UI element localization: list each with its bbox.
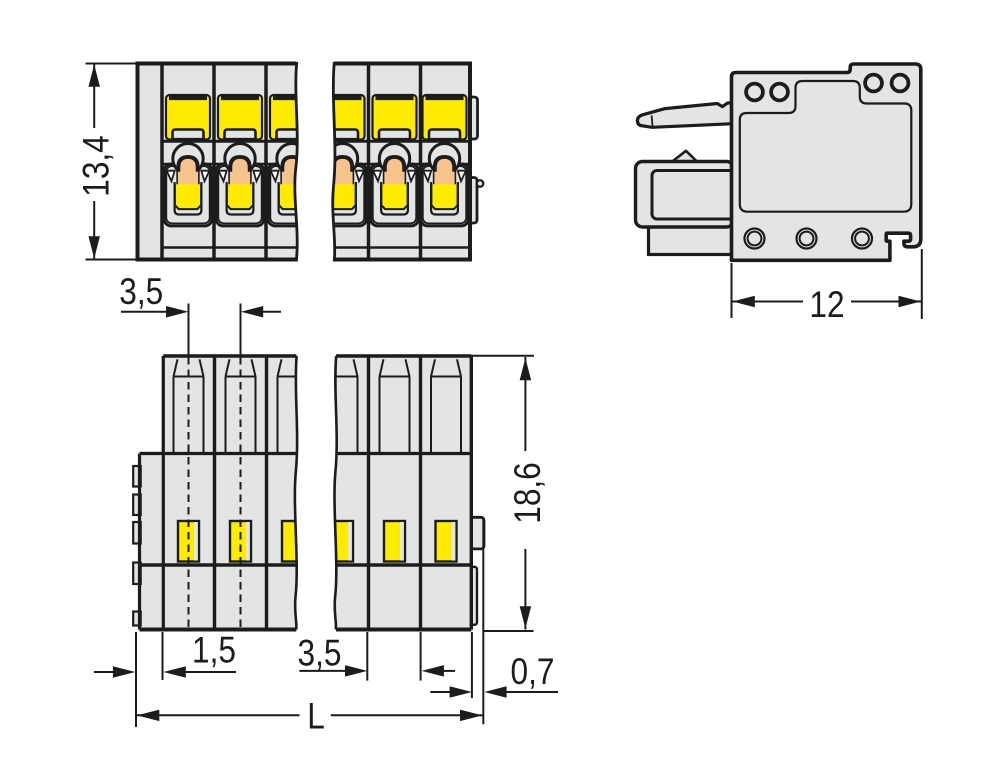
svg-text:0,7: 0,7 — [511, 652, 555, 693]
svg-text:L: L — [307, 696, 325, 737]
svg-text:13,4: 13,4 — [76, 135, 117, 197]
svg-text:3,5: 3,5 — [119, 272, 163, 313]
svg-text:18,6: 18,6 — [508, 462, 549, 524]
svg-text:1,5: 1,5 — [192, 630, 236, 671]
svg-text:3,5: 3,5 — [298, 633, 342, 674]
svg-text:12: 12 — [809, 285, 844, 326]
